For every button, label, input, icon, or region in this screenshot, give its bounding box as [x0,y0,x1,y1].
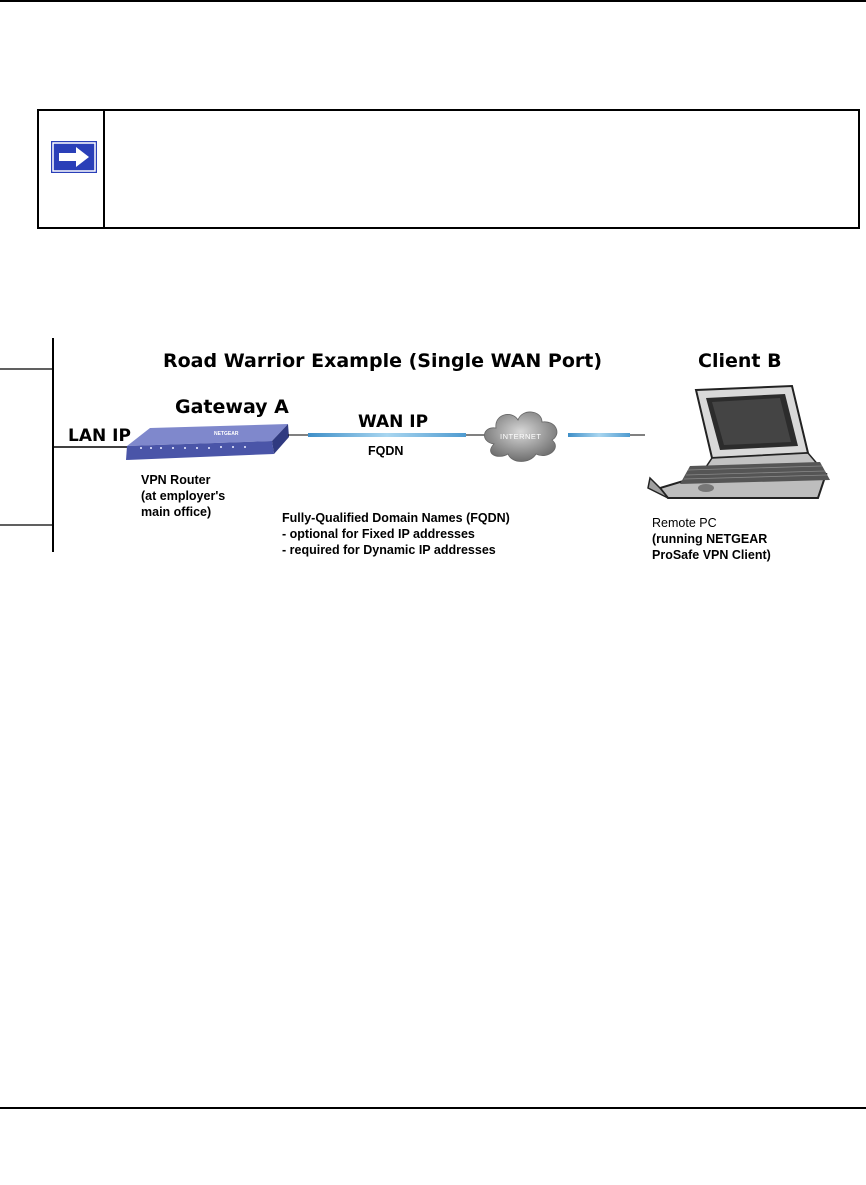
lan-ip-label: LAN IP [68,426,131,446]
pc-caption-line: (running NETGEAR [652,531,771,547]
note-box [37,109,860,229]
pc-caption-line: Remote PC [652,515,771,531]
client-link-line [568,433,630,437]
vpn-router-icon: NETGEAR [126,424,289,460]
network-diagram: NETGEAR Road Warrior [0,338,866,578]
internet-label: INTERNET [500,432,542,441]
diagram-title: Road Warrior Example (Single WAN Port) [163,350,602,372]
router-caption-line: VPN Router [141,472,225,488]
svg-text:NETGEAR: NETGEAR [214,431,239,437]
fqdn-note-line: - required for Dynamic IP addresses [282,542,510,558]
laptop-icon [648,386,830,498]
router-caption-line: (at employer's [141,488,225,504]
fqdn-label: FQDN [368,444,403,458]
router-caption-line: main office) [141,504,225,520]
client-label: Client B [698,350,782,372]
wan-link-line [308,433,466,437]
pc-caption: Remote PC (running NETGEAR ProSafe VPN C… [652,515,771,563]
fqdn-note-line: - optional for Fixed IP addresses [282,526,510,542]
gateway-label: Gateway A [175,396,289,418]
right-arrow-icon [51,141,97,173]
router-caption: VPN Router (at employer's main office) [141,472,225,520]
pc-caption-line: ProSafe VPN Client) [652,547,771,563]
fqdn-note: Fully-Qualified Domain Names (FQDN) - op… [282,510,510,558]
wan-ip-label: WAN IP [358,412,428,432]
bottom-rule [0,1107,866,1109]
top-rule [0,0,866,2]
note-divider [103,111,105,227]
fqdn-note-line: Fully-Qualified Domain Names (FQDN) [282,510,510,526]
